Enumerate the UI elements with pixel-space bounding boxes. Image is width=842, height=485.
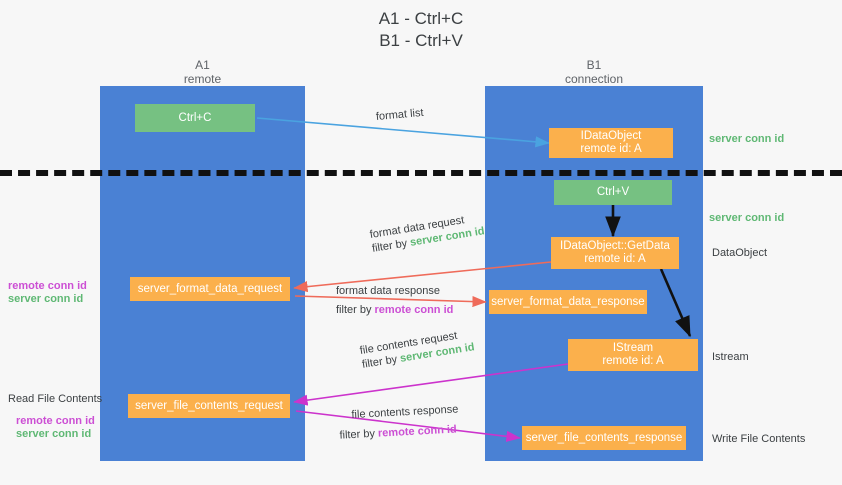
box-ctrl-c[interactable]: Ctrl+C (135, 104, 255, 132)
column-header-b1-role: connection (564, 72, 624, 86)
box-file-contents-request[interactable]: server_file_contents_request (128, 394, 290, 418)
annotation-format-server-conn-id: server conn id (8, 292, 83, 306)
annotation-server-conn-id-mid: server conn id (709, 211, 784, 225)
label-file-contents-response-line2: filter by remote conn id (339, 422, 460, 442)
box-istream-line2: remote id: A (602, 355, 664, 367)
label-format-list-text: format list (375, 106, 425, 123)
annotation-file-server-conn-id: server conn id (16, 427, 91, 441)
page-title: A1 - Ctrl+C B1 - Ctrl+V (0, 8, 842, 52)
annotation-read-file-contents-text: Read File Contents (8, 393, 103, 405)
annotation-format-remote-conn-id: remote conn id (8, 279, 87, 293)
annotation-file-server-conn-id-text: server conn id (16, 428, 92, 440)
annotation-server-conn-id-top: server conn id (709, 132, 784, 146)
column-header-b1: B1 connection (485, 58, 703, 86)
box-format-data-response-line1: server_format_data_response (491, 295, 645, 308)
box-format-data-request-line1: server_format_data_request (137, 282, 283, 295)
column-header-a1-role: remote (183, 72, 222, 86)
label-file-contents-response-prefix: filter by (339, 427, 379, 442)
annotation-file-remote-conn-id: remote conn id (16, 414, 95, 428)
annotation-file-remote-conn-id-text: remote conn id (16, 415, 95, 427)
annotation-data-object: DataObject (712, 246, 767, 260)
annotation-format-remote-conn-id-text: remote conn id (8, 280, 87, 292)
annotation-data-object-text: DataObject (712, 247, 768, 259)
label-format-data-request: format data request filter by server con… (369, 210, 486, 255)
annotation-server-conn-id-mid-text: server conn id (709, 212, 785, 224)
box-ctrl-v-line1: Ctrl+V (596, 186, 630, 198)
title-line-2: B1 - Ctrl+V (379, 31, 463, 50)
annotation-istream-text: Istream (712, 351, 749, 363)
annotation-server-conn-id-top-text: server conn id (709, 133, 785, 145)
box-file-contents-response[interactable]: server_file_contents_response (522, 426, 686, 450)
column-header-b1-name: B1 (586, 58, 602, 72)
column-header-a1-name: A1 (195, 58, 210, 72)
annotation-write-file-contents: Write File Contents (712, 432, 805, 446)
label-format-data-response-line2: filter by remote conn id (336, 303, 453, 317)
label-format-data-response-key: remote conn id (374, 304, 454, 316)
annotation-istream: Istream (712, 350, 749, 364)
box-data-object-create-line2: remote id: A (580, 143, 642, 155)
label-format-data-response: format data response filter by remote co… (336, 284, 453, 317)
box-data-object-create[interactable]: IDataObject remote id: A (549, 128, 673, 158)
annotation-read-file-contents: Read File Contents (8, 392, 102, 406)
box-file-contents-response-line1: server_file_contents_response (525, 431, 683, 444)
label-file-contents-response-line1: file contents response (351, 403, 459, 422)
box-get-data-line2: remote id: A (584, 253, 646, 265)
label-format-data-response-prefix: filter by (336, 304, 375, 316)
annotation-format-server-conn-id-text: server conn id (8, 293, 84, 305)
column-header-a1: A1 remote (100, 58, 305, 86)
box-file-contents-request-line1: server_file_contents_request (135, 399, 283, 412)
label-file-contents-request: file contents request filter by server c… (359, 326, 476, 371)
annotation-write-file-contents-text: Write File Contents (712, 433, 806, 445)
label-file-contents-response: file contents response filter by remote … (339, 402, 460, 442)
phase-divider (0, 170, 842, 176)
label-file-contents-response-key: remote conn id (377, 423, 458, 440)
title-line-1: A1 - Ctrl+C (378, 9, 464, 28)
label-format-list: format list (375, 106, 424, 124)
box-get-data[interactable]: IDataObject::GetData remote id: A (551, 237, 679, 269)
box-istream-line1: IStream (612, 342, 654, 354)
box-format-data-response[interactable]: server_format_data_response (489, 290, 647, 314)
box-get-data-line1: IDataObject::GetData (560, 240, 670, 252)
label-format-data-response-line1: format data response (336, 285, 440, 297)
box-istream[interactable]: IStream remote id: A (568, 339, 698, 371)
box-data-object-create-line1: IDataObject (580, 130, 642, 142)
box-format-data-request[interactable]: server_format_data_request (130, 277, 290, 301)
box-ctrl-v[interactable]: Ctrl+V (554, 180, 672, 205)
box-ctrl-c-line1: Ctrl+C (178, 111, 212, 124)
